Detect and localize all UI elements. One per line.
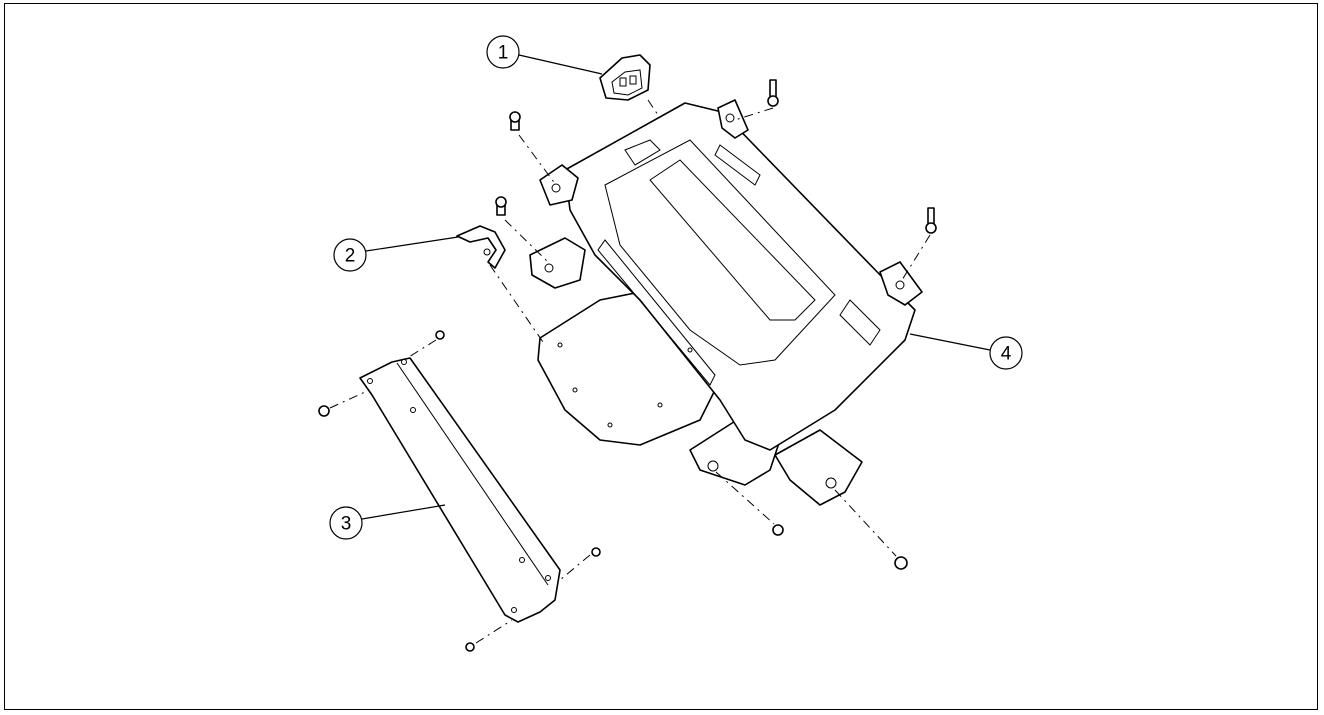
nut-f (894, 556, 908, 570)
callout-4: 4 (909, 333, 1023, 370)
bolt-right (925, 207, 937, 234)
bolt-upper-left (509, 111, 521, 131)
callout-1: 1 (486, 35, 603, 75)
fasteners (318, 79, 937, 652)
callout-3-label: 3 (341, 514, 352, 535)
callout-4-label: 4 (1001, 344, 1012, 365)
strap-bracket (456, 225, 506, 269)
callout-2-label: 2 (345, 246, 356, 267)
bolt-top-right (767, 79, 779, 107)
connector-part (599, 54, 651, 101)
strip-bracket (359, 357, 561, 623)
nut-b (318, 405, 330, 417)
callout-1-label: 1 (498, 43, 509, 64)
nut-a (435, 330, 445, 340)
nut-d (465, 642, 475, 652)
nut-e (772, 524, 784, 536)
assembly-centerlines (329, 99, 931, 644)
main-tray-housing (529, 99, 923, 506)
bolt-left (495, 196, 507, 216)
callout-2: 2 (333, 236, 459, 272)
nut-c (591, 547, 601, 557)
callout-3: 3 (329, 504, 446, 540)
